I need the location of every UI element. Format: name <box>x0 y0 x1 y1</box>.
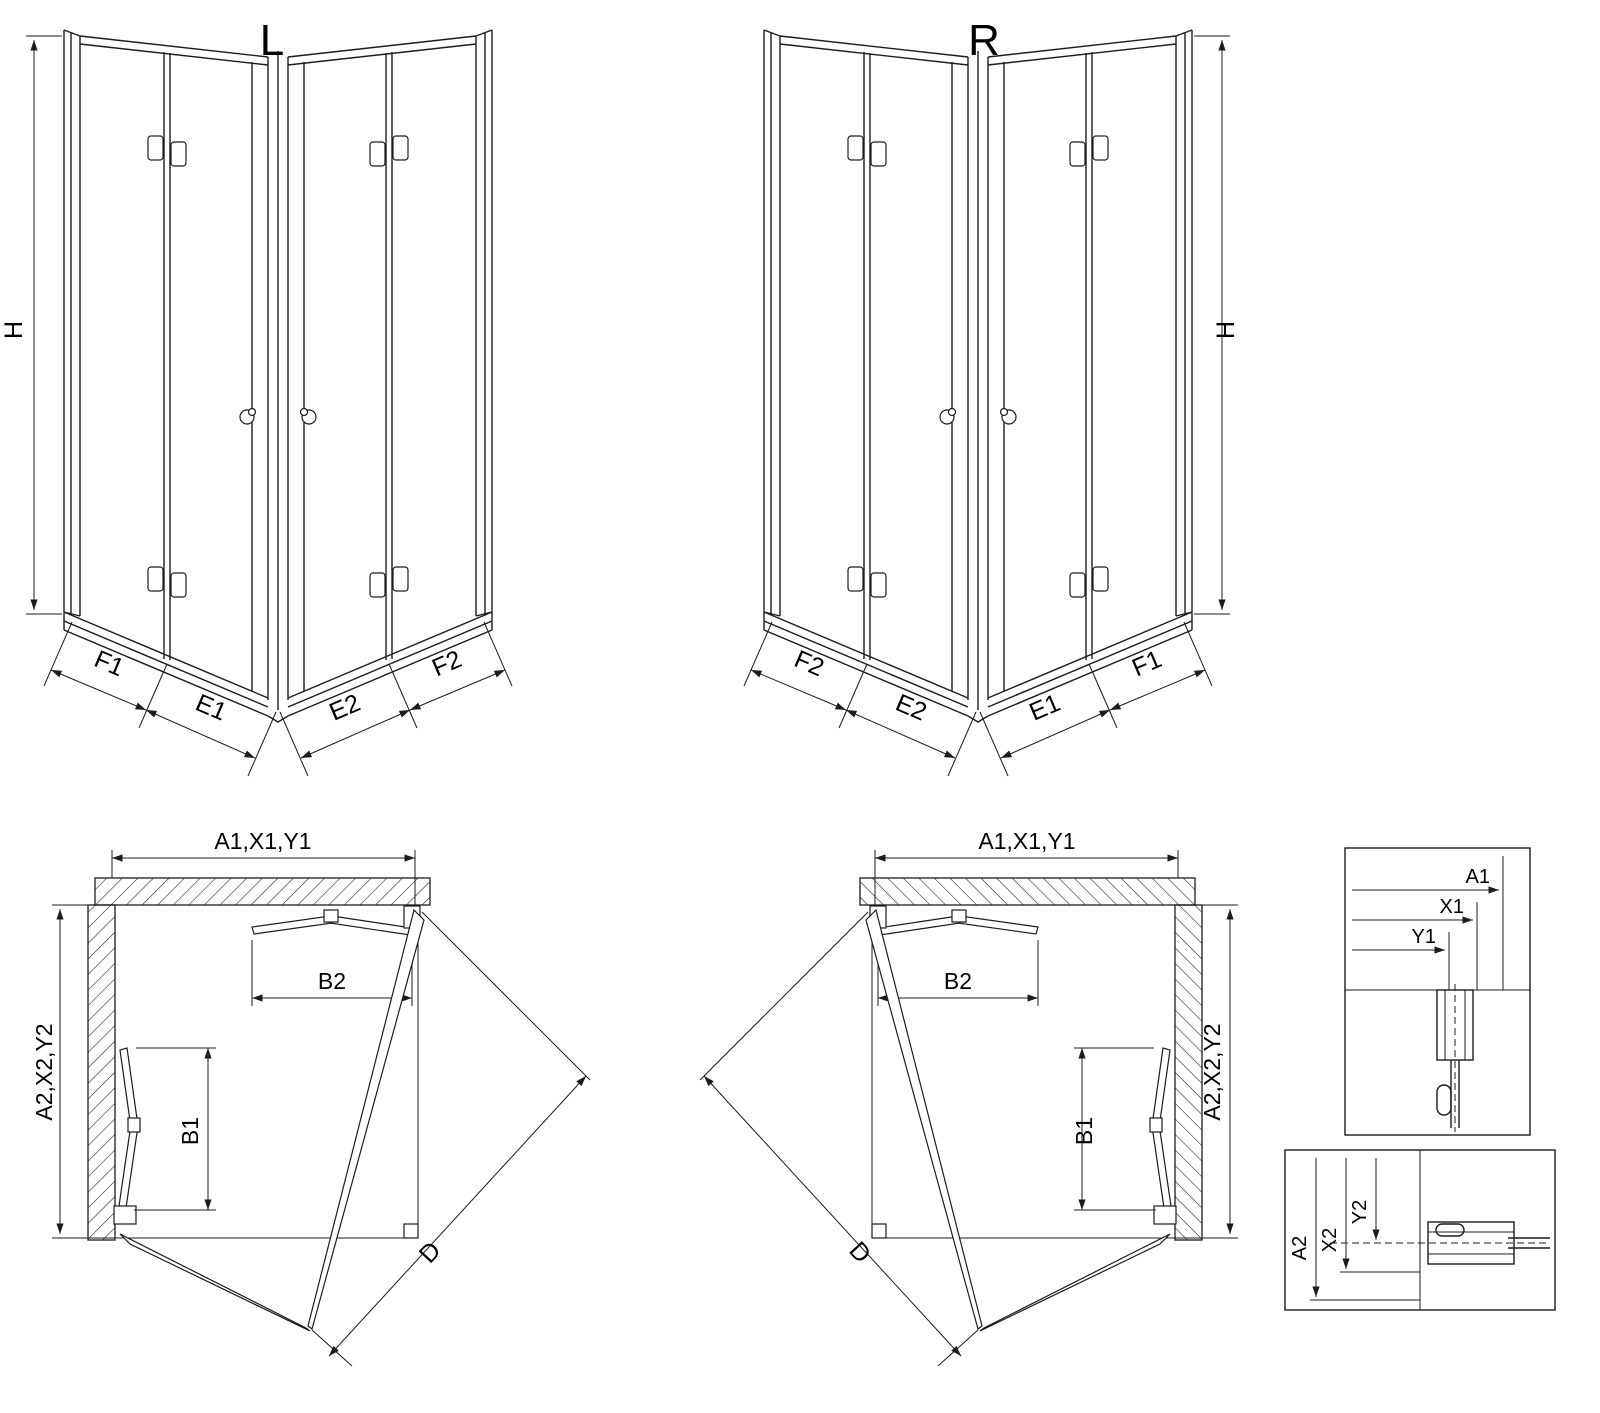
wall-profile-section-horizontal <box>1330 1221 1550 1265</box>
view-title-left: L <box>260 16 284 65</box>
detail-a2-label: A2 <box>1289 1236 1311 1260</box>
dim-label-height-right: H <box>1212 321 1240 339</box>
plan-depth-label-left: A2,X2,Y2 <box>31 1023 57 1120</box>
detail-view-width: A1 X1 Y1 <box>1344 847 1531 1136</box>
plan-width-label-left: A1,X1,Y1 <box>214 828 311 854</box>
view-title-right: R <box>968 16 1000 65</box>
wall-profile-section-vertical <box>1436 984 1474 1132</box>
dim-label-height-left: H <box>0 321 28 339</box>
plan-width-label-right: A1,X1,Y1 <box>978 828 1075 854</box>
detail-view-depth: A2 X2 Y2 <box>1284 1149 1556 1311</box>
detail-x1-label: X1 <box>1440 896 1464 918</box>
detail-a1-label: A1 <box>1466 866 1490 888</box>
plan-b2-label-right: B2 <box>944 968 972 994</box>
plan-b1-label-left: B1 <box>177 1117 203 1145</box>
detail-y1-label: Y1 <box>1412 926 1436 948</box>
plan-depth-label-right: A2,X2,Y2 <box>1199 1023 1225 1120</box>
plan-b2-label-left: B2 <box>318 968 346 994</box>
detail-y2-label: Y2 <box>1349 1200 1371 1224</box>
detail-x2-label: X2 <box>1319 1228 1341 1252</box>
detail-width-frame <box>1344 847 1531 1136</box>
plan-b1-label-right: B1 <box>1071 1117 1097 1145</box>
